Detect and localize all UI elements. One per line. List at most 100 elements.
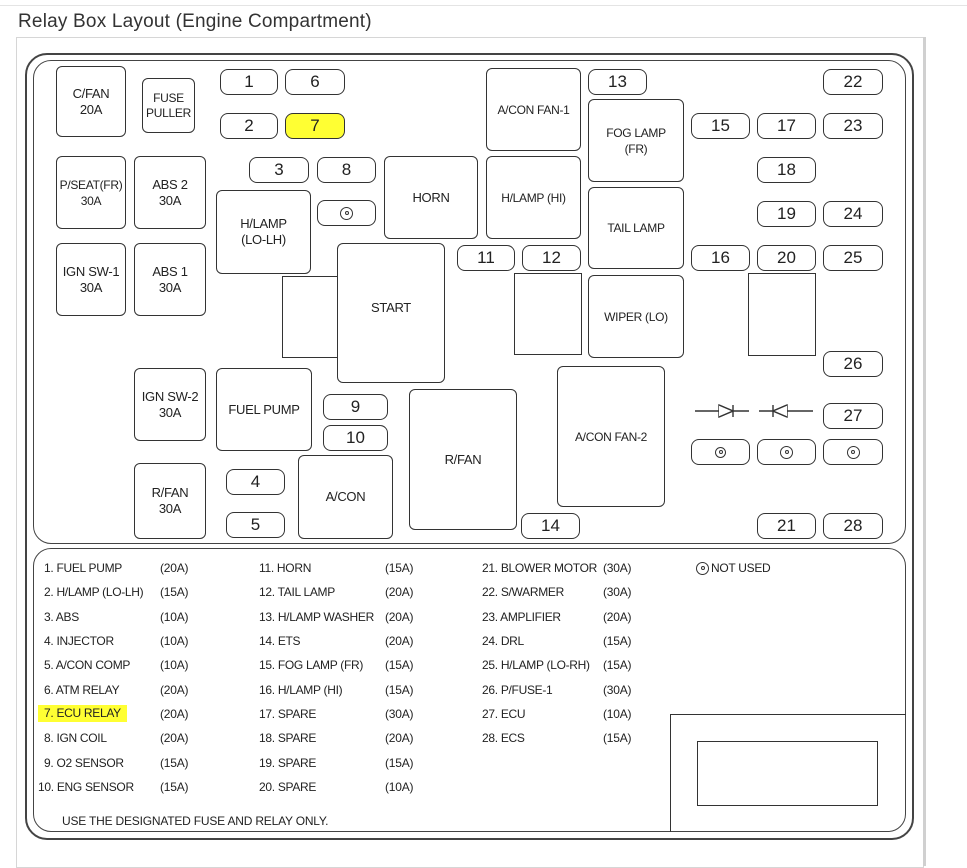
legend-amp: (20A): [385, 731, 414, 745]
fuse-22: 22: [823, 69, 883, 95]
relay-abs2: ABS 2 30A: [134, 156, 206, 229]
not-used-slot: [691, 439, 750, 465]
legend-item: 14. ETS: [259, 634, 301, 648]
legend-item: 4. INJECTOR: [44, 634, 114, 648]
fuse-7-highlighted: 7: [285, 113, 345, 139]
fuse-3: 3: [249, 157, 309, 183]
label-rectangle: [697, 741, 878, 806]
legend-amp: (20A): [160, 683, 189, 697]
legend-item: 8. IGN COIL: [44, 731, 107, 745]
fuse-13: 13: [588, 69, 647, 95]
legend-item: 18. SPARE: [259, 731, 317, 745]
fuse-16: 16: [691, 245, 750, 271]
legend-item: 10. ENG SENSOR: [38, 780, 134, 794]
legend-amp: (10A): [385, 780, 414, 794]
legend-amp: (20A): [160, 731, 189, 745]
legend-item: 2. H/LAMP (LO-LH): [44, 585, 144, 599]
fuse-11: 11: [457, 245, 515, 271]
empty-slot: [514, 273, 582, 355]
legend-amp: (15A): [385, 658, 414, 672]
relay-rfan-fuse: R/FAN 30A: [134, 463, 206, 539]
relay-acon: A/CON: [298, 455, 393, 539]
fuse-5: 5: [226, 512, 285, 538]
legend-amp: (30A): [385, 707, 414, 721]
relay-box-outline: [25, 53, 914, 840]
not-used-key: NOT USED: [696, 561, 771, 575]
legend-item: 17. SPARE: [259, 707, 317, 721]
not-used-icon: [696, 561, 709, 575]
legend-item: 22. S/WARMER: [482, 585, 564, 599]
legend-item: 11. HORN: [259, 561, 312, 575]
legend-item: 25. H/LAMP (LO-RH): [482, 658, 590, 672]
fuse-18: 18: [757, 157, 816, 183]
legend-panel: [33, 548, 906, 832]
legend-amp: (30A): [603, 561, 632, 575]
diode-icon: [759, 403, 813, 419]
legend-item: 16. H/LAMP (HI): [259, 683, 343, 697]
legend-item: 3. ABS: [44, 610, 79, 624]
relay-fog-lamp: FOG LAMP (FR): [588, 99, 684, 182]
diode-icon: [695, 403, 749, 419]
legend-item: 19. SPARE: [259, 756, 317, 770]
legend-amp: (15A): [603, 634, 632, 648]
legend-amp: (30A): [603, 683, 632, 697]
relay-acon-fan1: A/CON FAN-1: [486, 68, 581, 151]
legend-amp: (20A): [160, 561, 189, 575]
legend-item: 28. ECS: [482, 731, 525, 745]
legend-item: 15. FOG LAMP (FR): [259, 658, 364, 672]
page-title: Relay Box Layout (Engine Compartment): [18, 11, 372, 32]
legend-item: 9. O2 SENSOR: [44, 756, 124, 770]
relay-cfan: C/FAN 20A: [56, 66, 126, 137]
fuse-panel: [33, 60, 906, 544]
legend-item-highlighted: 7. ECU RELAY: [38, 705, 127, 722]
fuse-17: 17: [757, 113, 816, 139]
fuse-20: 20: [757, 245, 816, 271]
legend-item: 6. ATM RELAY: [44, 683, 120, 697]
legend-item: 12. TAIL LAMP: [259, 585, 335, 599]
not-used-icon: [715, 446, 726, 458]
legend-item: 26. P/FUSE-1: [482, 683, 553, 697]
fuse-14: 14: [521, 513, 580, 539]
relay-acon-fan2: A/CON FAN-2: [557, 366, 665, 507]
not-used-icon: [846, 445, 860, 459]
legend-item: 23. AMPLIFIER: [482, 610, 561, 624]
fuse-21: 21: [757, 513, 816, 539]
fuse-15: 15: [691, 113, 750, 139]
relay-hlamp-hi: H/LAMP (HI): [486, 156, 581, 239]
fuse-8: 8: [317, 157, 376, 183]
fuse-25: 25: [823, 245, 883, 271]
fuse-12: 12: [522, 245, 581, 271]
not-used-slot: [823, 439, 883, 465]
relay-ign-sw1: IGN SW-1 30A: [56, 243, 126, 316]
legend-amp: (10A): [160, 658, 189, 672]
legend-amp: (20A): [385, 634, 414, 648]
fuse-puller: FUSE PULLER: [142, 78, 195, 133]
legend-amp: (15A): [160, 780, 189, 794]
relay-horn: HORN: [384, 156, 478, 239]
fuse-6: 6: [285, 69, 345, 95]
legend-amp: (10A): [603, 707, 632, 721]
fuse-4: 4: [226, 469, 285, 495]
fuse-1: 1: [220, 69, 278, 95]
legend-amp: (15A): [385, 683, 414, 697]
legend-amp: (10A): [160, 634, 189, 648]
relay-wiper-lo: WIPER (LO): [588, 275, 684, 358]
empty-slot: [748, 273, 816, 356]
legend-item: 5. A/CON COMP: [44, 658, 131, 672]
fuse-2: 2: [220, 113, 278, 139]
not-used-label: NOT USED: [711, 561, 771, 575]
legend-amp: (15A): [603, 731, 632, 745]
legend-amp: (15A): [160, 756, 189, 770]
legend-amp: (15A): [385, 756, 414, 770]
legend-amp: (20A): [385, 610, 414, 624]
legend-item: 1. FUEL PUMP: [44, 561, 122, 575]
scrollbar[interactable]: [923, 37, 926, 866]
legend-item: 20. SPARE: [259, 780, 317, 794]
usage-note: USE THE DESIGNATED FUSE AND RELAY ONLY.: [62, 814, 329, 828]
fuse-10: 10: [323, 425, 388, 451]
relay-rfan: R/FAN: [409, 389, 517, 530]
fuse-9: 9: [323, 394, 388, 420]
fuse-27: 27: [823, 403, 883, 429]
relay-hlamp-lolh: H/LAMP (LO-LH): [216, 190, 311, 274]
relay-pseat: P/SEAT(FR) 30A: [56, 156, 126, 229]
